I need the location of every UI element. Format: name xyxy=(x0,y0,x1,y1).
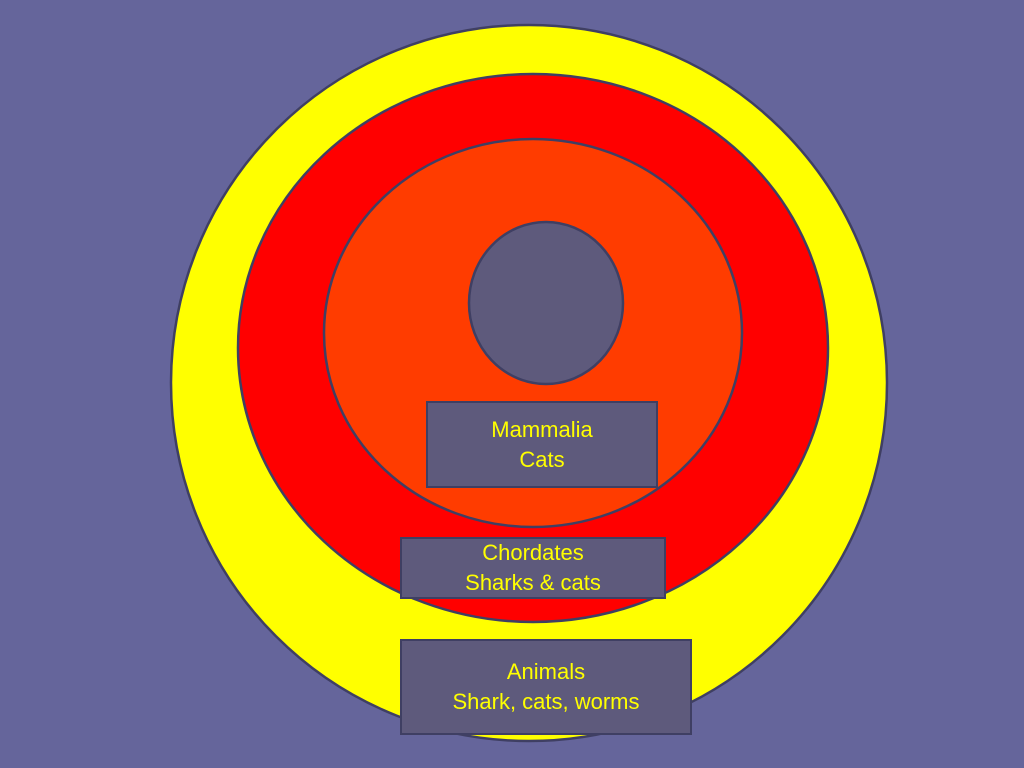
chordates-label-box: Chordates Sharks & cats xyxy=(400,537,666,599)
animals-members: Shark, cats, worms xyxy=(452,689,640,714)
mammalia-name: Mammalia xyxy=(491,416,593,442)
animals-name: Animals xyxy=(506,659,586,684)
chordates-members: Sharks & cats xyxy=(465,570,601,595)
center-circle xyxy=(467,220,625,386)
mammalia-members: Cats xyxy=(519,446,565,472)
animals-label-box: Animals Shark, cats, worms xyxy=(400,639,692,735)
mammalia-label-box: Mammalia Cats xyxy=(426,401,658,488)
chordates-name: Chordates xyxy=(482,540,584,565)
